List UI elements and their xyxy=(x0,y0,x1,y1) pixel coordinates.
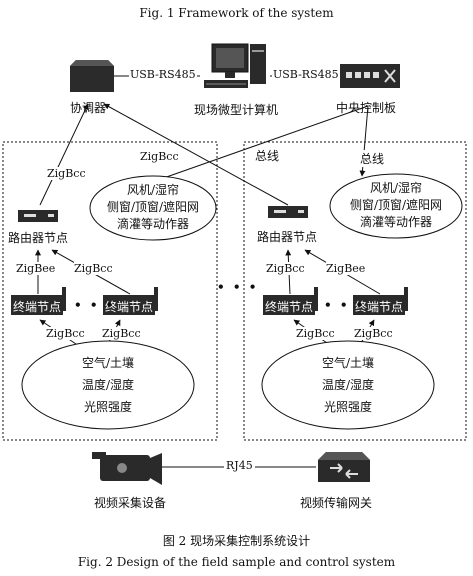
left-router-label: 路由器节点 xyxy=(8,231,69,245)
right-terminal-dots: • • • xyxy=(324,298,366,312)
right-actuator-line-2: 侧窗/顶窗/遮阳网 xyxy=(349,198,443,212)
coordinator-label: 协调器 xyxy=(70,101,107,115)
left-sensor-ellipse xyxy=(21,340,195,430)
left-sensor-line-1: 空气/土壤 xyxy=(81,356,135,370)
video-gateway-icon xyxy=(318,452,370,482)
fig2-caption-en: Fig. 2 Design of the field sample and co… xyxy=(77,555,396,569)
right-actuator-line-3: 滴灌等动作器 xyxy=(359,215,432,229)
usb-link-left-label: USB-RS485 xyxy=(129,68,197,81)
right-router-label: 路由器节点 xyxy=(257,230,318,244)
left-terminal-node-1 xyxy=(11,287,66,315)
left-zigbee-label-1: ZigBee xyxy=(16,262,56,275)
bus-to-left-actuators xyxy=(157,105,369,182)
zigbee-left-router-label: ZigBcc xyxy=(47,167,86,180)
right-actuator-ellipse xyxy=(329,173,463,239)
left-zigbee-label-4: ZigBcc xyxy=(102,327,141,340)
computer-icon xyxy=(204,43,266,88)
right-sensor-line-1: 空气/土壤 xyxy=(321,356,375,370)
left-sensor-text: 空气/土壤 温度/湿度 光照强度 xyxy=(48,352,168,418)
zigbee-top-left-label: ZigBcc xyxy=(140,150,179,163)
left-zigbee-label-2: ZigBcc xyxy=(74,262,113,275)
left-terminal-1-label: 终端节点 xyxy=(13,300,62,314)
left-sensor-line-3: 光照强度 xyxy=(83,400,132,414)
right-router-to-coordinator xyxy=(103,103,289,206)
bus-right-label: 总线 xyxy=(360,150,385,167)
right-router-icon xyxy=(268,206,308,218)
right-zigbee-label-2: ZigBee xyxy=(326,262,366,275)
bus-left-label: 总线 xyxy=(255,147,280,164)
left-actuator-ellipse xyxy=(89,175,217,241)
right-sensor-text: 空气/土壤 温度/湿度 光照强度 xyxy=(288,352,408,418)
usb-link-right-label: USB-RS485 xyxy=(272,68,340,81)
left-actuator-line-1: 风机/湿帘 xyxy=(126,183,180,197)
right-sensor-line-3: 光照强度 xyxy=(323,400,372,414)
left-router-icon xyxy=(18,210,58,222)
fig1-caption: Fig. 1 Framework of the system xyxy=(139,6,334,20)
left-actuator-line-3: 滴灌等动作器 xyxy=(116,217,189,231)
coordinator-icon xyxy=(70,60,114,92)
right-actuator-text: 风机/湿帘 侧窗/顶窗/遮阳网 滴灌等动作器 xyxy=(330,180,462,231)
left-router-to-coordinator xyxy=(39,103,89,206)
right-terminal-1-label: 终端节点 xyxy=(265,300,314,314)
left-zigbee-label-3: ZigBcc xyxy=(46,327,85,340)
right-sensor-line-2: 温度/湿度 xyxy=(321,378,375,392)
video-camera-icon xyxy=(92,452,162,485)
right-sensor-ellipse xyxy=(261,340,435,430)
left-sensor-line-2: 温度/湿度 xyxy=(81,378,135,392)
right-zigbee-label-3: ZigBcc xyxy=(296,327,335,340)
right-terminal-2-label: 终端节点 xyxy=(355,300,404,314)
control-board-label: 中央控制板 xyxy=(336,101,397,115)
right-terminal-node-2 xyxy=(353,287,408,315)
right-zigbee-label-4: ZigBcc xyxy=(354,327,393,340)
rj45-label: RJ45 xyxy=(224,459,255,472)
left-terminal-2-label: 终端节点 xyxy=(105,300,154,314)
computer-label: 现场微型计算机 xyxy=(194,103,279,117)
right-actuator-line-1: 风机/湿帘 xyxy=(369,181,423,195)
video-gateway-label: 视频传输网关 xyxy=(300,496,373,510)
left-actuator-text: 风机/湿帘 侧窗/顶窗/遮阳网 滴灌等动作器 xyxy=(90,182,216,233)
left-actuator-line-2: 侧窗/顶窗/遮阳网 xyxy=(106,200,200,214)
fig2-caption-cn: 图 2 现场采集控制系统设计 xyxy=(162,534,311,548)
panel-separator-dots: • • • xyxy=(217,280,259,294)
video-capture-label: 视频采集设备 xyxy=(94,496,167,510)
right-zigbee-label-1: ZigBcc xyxy=(266,262,305,275)
left-terminal-node-2 xyxy=(103,287,158,315)
control-board-icon xyxy=(340,64,400,88)
right-terminal-node-1 xyxy=(263,287,318,315)
left-terminal-dots: • • • xyxy=(74,298,116,312)
